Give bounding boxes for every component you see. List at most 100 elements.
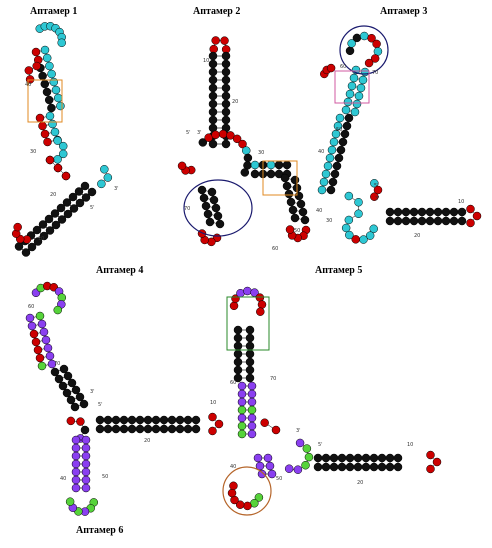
nucleotide — [74, 187, 84, 196]
nucleotide — [31, 47, 41, 57]
nucleotide — [313, 462, 323, 472]
nucleotide — [41, 335, 51, 345]
nucleotide — [13, 222, 22, 232]
nucleotide — [290, 175, 300, 185]
nucleotide — [66, 416, 76, 426]
nucleotide — [250, 160, 260, 170]
position-label: 20 — [232, 99, 238, 105]
nucleotide — [352, 99, 362, 109]
nucleotide — [21, 248, 31, 257]
nucleotide — [50, 209, 60, 218]
nucleotide — [274, 160, 284, 170]
nucleotide — [27, 242, 37, 252]
nucleotide — [313, 453, 323, 463]
nucleotide — [260, 418, 269, 427]
position-label: 20 — [357, 480, 363, 486]
nucleotide — [35, 311, 45, 321]
nucleotide — [372, 39, 381, 49]
nucleotide — [208, 412, 217, 422]
position-label: 70 — [54, 361, 60, 367]
nucleotide — [255, 461, 265, 471]
nucleotide — [208, 83, 218, 93]
nucleotide — [235, 500, 245, 509]
nucleotide — [111, 415, 121, 425]
nucleotide — [326, 63, 336, 73]
nucleotide — [245, 349, 255, 359]
position-label: 10 — [38, 236, 44, 242]
nucleotide — [263, 453, 273, 463]
nucleotide — [347, 39, 356, 48]
nucleotide — [33, 345, 43, 355]
nucleotide — [377, 453, 387, 463]
nucleotide — [330, 169, 340, 179]
nucleotide — [208, 107, 218, 117]
nucleotide — [247, 381, 257, 391]
nucleotide — [50, 367, 60, 377]
nucleotide — [71, 385, 81, 395]
nucleotide — [203, 209, 213, 219]
nucleotide — [280, 173, 290, 183]
nucleotide — [349, 73, 359, 83]
nucleotide — [385, 462, 395, 472]
nucleotide — [39, 327, 49, 337]
nucleotide — [183, 415, 193, 425]
nucleotide — [417, 216, 427, 226]
nucleotide — [304, 452, 314, 462]
nucleotide — [298, 207, 308, 217]
nucleotide — [32, 225, 42, 235]
nucleotide — [43, 137, 52, 147]
position-label: 20 — [414, 233, 420, 239]
nucleotide — [354, 91, 364, 101]
nucleotide — [221, 51, 231, 61]
nucleotide — [433, 207, 443, 217]
nucleotide — [127, 424, 137, 434]
nucleotide — [191, 424, 201, 434]
nucleotide — [221, 99, 231, 109]
nucleotide — [79, 399, 89, 409]
nucleotide — [257, 469, 267, 479]
nucleotide — [65, 497, 75, 506]
nucleotide — [175, 424, 185, 434]
position-label: 50 — [336, 127, 342, 133]
nucleotide — [344, 215, 354, 225]
nucleotide — [81, 459, 91, 469]
nucleotide — [350, 107, 360, 117]
nucleotide — [370, 54, 380, 63]
nucleotide — [14, 242, 24, 251]
nucleotide — [369, 462, 379, 472]
nucleotide — [353, 453, 363, 463]
nucleotide — [80, 181, 90, 191]
nucleotide — [62, 388, 72, 398]
nucleotide — [100, 165, 109, 174]
position-label: 30 — [258, 150, 264, 156]
panel-title-3: Аптамер 3 — [380, 6, 427, 17]
nucleotide — [211, 36, 220, 45]
nucleotide — [352, 33, 362, 43]
nucleotide — [409, 207, 419, 217]
nucleotide — [37, 319, 47, 329]
nucleotide — [71, 467, 81, 477]
nucleotide — [441, 216, 451, 226]
position-label: 10 — [458, 199, 464, 205]
aptamer-3-structure — [317, 31, 482, 244]
nucleotide — [329, 453, 339, 463]
nucleotide — [351, 235, 360, 244]
nucleotide — [49, 77, 59, 87]
nucleotide — [40, 79, 50, 89]
nucleotide — [143, 424, 153, 434]
position-label: 50 — [294, 228, 300, 234]
nucleotide — [245, 373, 255, 383]
nucleotide — [344, 113, 354, 123]
nucleotide — [135, 415, 145, 425]
nucleotide — [103, 415, 113, 425]
nucleotide — [53, 93, 63, 103]
nucleotide — [151, 415, 161, 425]
nucleotide — [338, 137, 348, 147]
nucleotide — [426, 450, 435, 460]
nucleotide — [211, 203, 221, 213]
nucleotide — [47, 103, 56, 113]
nucleotide — [42, 87, 52, 97]
nucleotide — [282, 181, 292, 191]
position-label: 20 — [50, 192, 56, 198]
nucleotide — [103, 173, 113, 182]
